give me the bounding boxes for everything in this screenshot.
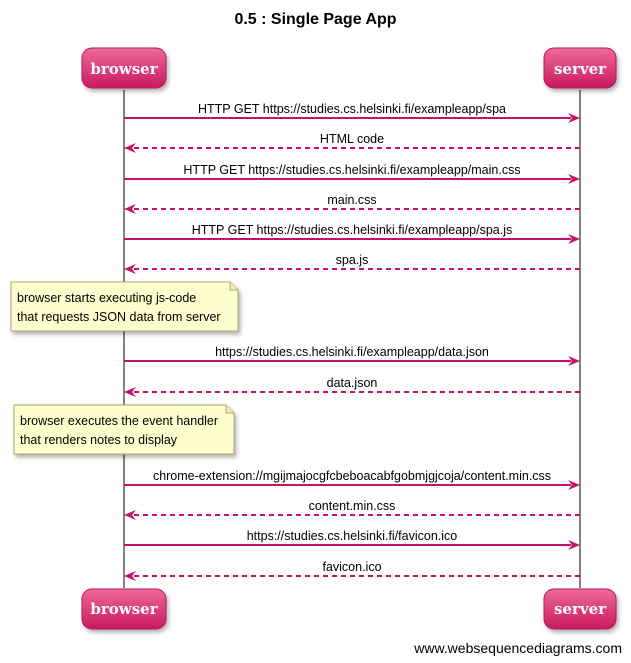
actor-server-top-label: server	[554, 60, 607, 78]
note-1: browser starts executing js-code that re…	[10, 281, 239, 332]
message-label-12: favicon.ico	[322, 560, 381, 574]
messages-group: HTTP GET https://studies.cs.helsinki.fi/…	[124, 102, 580, 581]
message-label-1: HTTP GET https://studies.cs.helsinki.fi/…	[198, 102, 506, 116]
actor-server-top	[543, 47, 617, 89]
note-1-line-1: browser starts executing js-code	[17, 291, 196, 305]
message-label-5: HTTP GET https://studies.cs.helsinki.fi/…	[192, 223, 513, 237]
message-arrowhead-10	[124, 510, 136, 520]
message-arrowhead-7	[568, 356, 580, 366]
message-arrowhead-2	[124, 143, 136, 153]
message-arrowhead-9	[568, 480, 580, 490]
actor-browser-top-label: browser	[90, 60, 158, 78]
message-arrowhead-12	[124, 571, 136, 581]
message-arrowhead-11	[568, 540, 580, 550]
message-label-7: https://studies.cs.helsinki.fi/exampleap…	[215, 345, 489, 359]
message-label-11: https://studies.cs.helsinki.fi/favicon.i…	[247, 529, 458, 543]
message-label-9: chrome-extension://mgijmajocgfcbeboacabf…	[153, 469, 551, 483]
message-label-6: spa.js	[336, 253, 369, 267]
watermark: www.websequencediagrams.com	[413, 640, 622, 656]
actor-browser-bottom	[81, 588, 167, 630]
note-2: browser executes the event handler that …	[13, 404, 235, 455]
message-arrowhead-8	[124, 387, 136, 397]
message-label-3: HTTP GET https://studies.cs.helsinki.fi/…	[183, 163, 520, 177]
message-label-4: main.css	[327, 193, 376, 207]
diagram-title: 0.5 : Single Page App	[234, 11, 396, 28]
note-2-line-1: browser executes the event handler	[20, 414, 218, 428]
message-arrowhead-6	[124, 264, 136, 274]
note-1-line-2: that requests JSON data from server	[17, 310, 221, 324]
actor-browser-bottom-label: browser	[90, 600, 158, 618]
message-arrowhead-1	[568, 113, 580, 123]
message-arrowhead-5	[568, 234, 580, 244]
message-label-2: HTML code	[320, 132, 384, 146]
message-label-8: data.json	[327, 376, 378, 390]
message-arrowhead-4	[124, 204, 136, 214]
message-label-10: content.min.css	[309, 499, 396, 513]
actor-server-bottom	[543, 588, 617, 630]
actor-browser-top	[81, 47, 167, 89]
actor-server-bottom-label: server	[554, 600, 607, 618]
note-2-line-2: that renders notes to display	[20, 433, 178, 447]
message-arrowhead-3	[568, 174, 580, 184]
